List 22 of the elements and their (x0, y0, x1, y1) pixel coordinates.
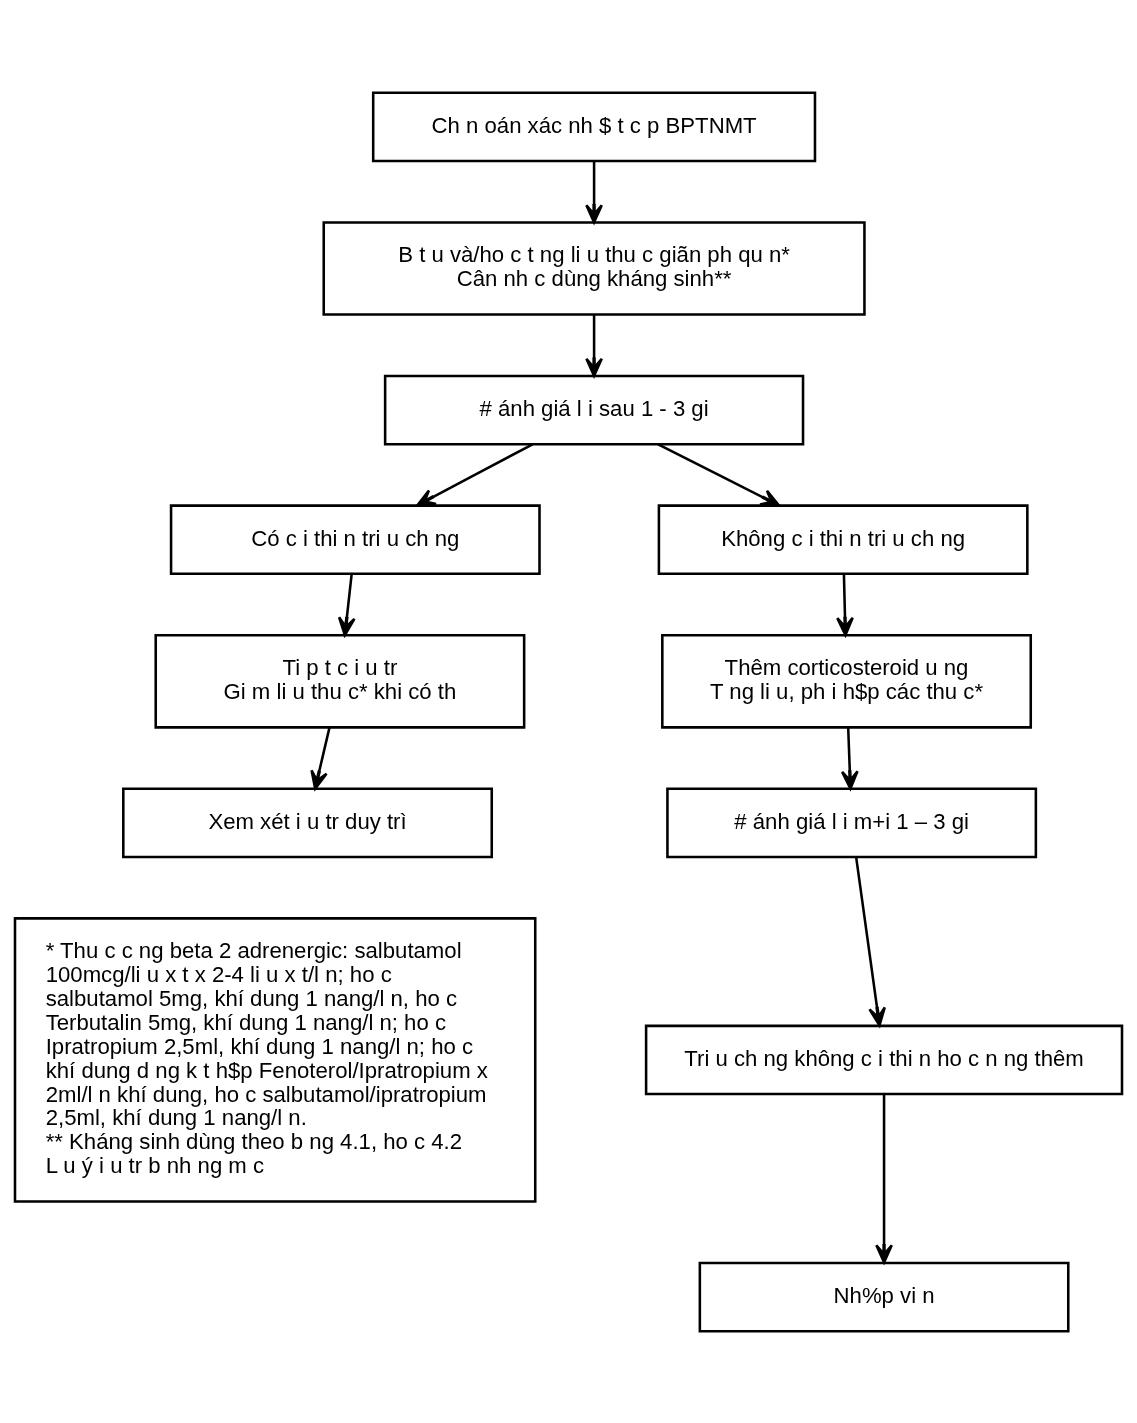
arrow (875, 1093, 893, 1264)
arrow (836, 573, 854, 636)
arrow (337, 573, 356, 636)
arrow (840, 726, 859, 790)
node-box: Không c i thi n tri u ch ng (657, 503, 1029, 575)
arrow (585, 314, 604, 377)
node-box: # ánh giá l i sau 1 - 3 gi (383, 374, 805, 445)
arrow (416, 442, 534, 506)
node-box: Ch n oán xác nh $ t c p BPTNMT (371, 91, 817, 162)
node-box: Có c i thi n tri u ch ng (169, 503, 541, 575)
node-box: Ti p t c i u tr Gi m li u thu c* khi có th (154, 633, 526, 729)
node-box: B t u và/ho c t ng li u thu c giãn ph qu n* Cân nh c dùng kháng sinh** (322, 220, 866, 316)
node-box: Tri u ch ng không c i thi n ho c n ng thêm (644, 1024, 1124, 1095)
node-box: Xem xét i u tr duy trì (122, 787, 493, 858)
arrow (854, 856, 886, 1027)
node-box: Thêm corticosteroid u ng T ng li u, ph i h$p các thu c* (661, 633, 1033, 729)
arrow (657, 442, 781, 507)
arrow (310, 726, 331, 790)
node-box: Nh%p vi n (698, 1261, 1070, 1332)
node-box: # ánh giá l i m+i 1 – 3 gi (666, 787, 1038, 858)
arrow (585, 160, 604, 224)
node-box: * Thu c c ng beta 2 adrenergic: salbutamol 100mcg/li u x t x 2-4 li u x t/l n; ho c salbutamol 5mg, khí dung 1 nang/l n, ho c Terbutalin 5mg, khí dung 1 nang/l n; ho c Ipratropium 2,5ml, khí dung 1 nang/l n; ho c khí dung d ng k t h$p Fenoterol/Ipratropium x 2ml/l n khí dung, ho c salbutamol/ipratropium 2,5ml, khí dung 1 nang/l n. ** Kháng sinh dùng theo b ng 4.1, ho c 4.2 L u ý i u tr b nh ng m c (13, 916, 537, 1203)
